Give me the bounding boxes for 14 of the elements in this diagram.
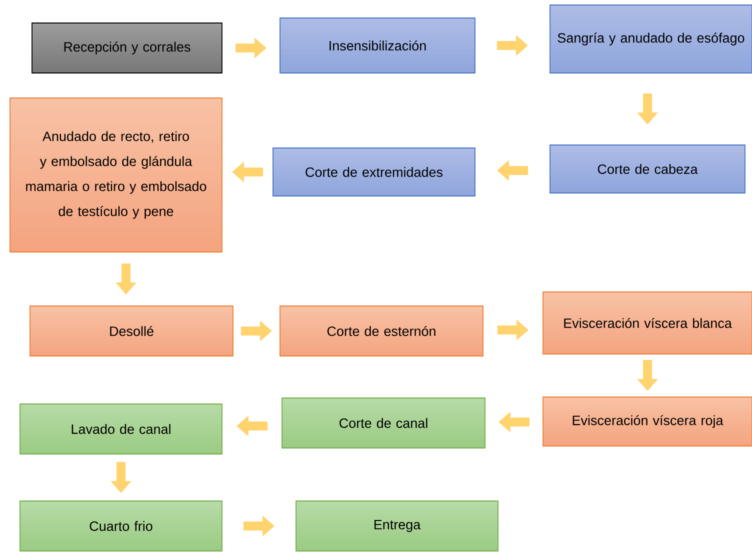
process-box: Desollé [30,306,234,356]
process-box: Corte de canal [282,398,486,448]
process-box: Cuarto frio [20,500,222,552]
process-box: Sangría y anudado de esófago [550,4,752,74]
process-box: Anudado de recto, retiro y embolsado de glándula mamaria o retiro y embolsado de testículo y pene [10,98,222,252]
process-box: Evisceración víscera roja [542,396,752,446]
process-box: Evisceración víscera blanca [542,292,752,354]
process-box: Corte de cabeza [550,144,746,194]
process-box: Entrega [296,500,498,552]
process-box: Recepción y corrales [32,22,222,74]
process-box: Lavado de canal [20,404,222,454]
process-box: Corte de extremidades [272,148,476,196]
process-box: Corte de esternón [280,306,484,356]
process-box: Insensibilización [280,18,476,74]
